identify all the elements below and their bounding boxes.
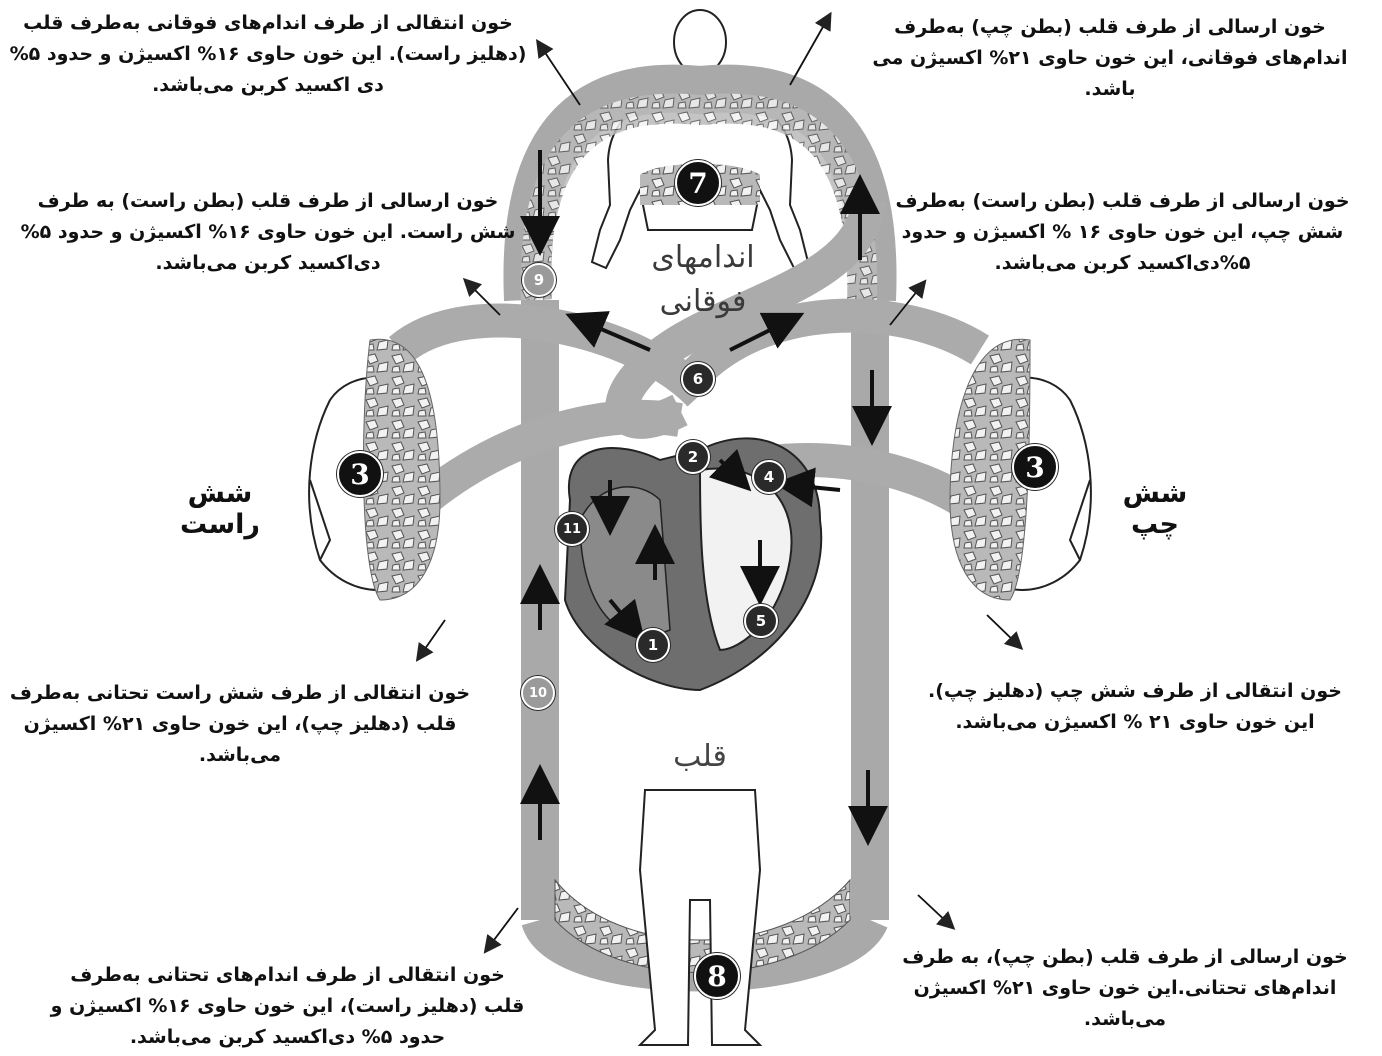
label-left-lung: شش چپ bbox=[1095, 478, 1215, 540]
marker-9: 9 bbox=[522, 263, 556, 297]
label-upper-limbs: اندامهای فوقانی bbox=[628, 236, 778, 324]
marker-3-right-lung: 3 bbox=[337, 451, 383, 497]
caption-lower-limbs-to-heart: خون انتقالی از طرف اندام‌های تحتانی به‌ط… bbox=[50, 960, 525, 1053]
caption-right-lung-to-heart: خون انتقالی از طرف شش راست تحتانی به‌طرف… bbox=[5, 678, 475, 771]
marker-10: 10 bbox=[521, 676, 555, 710]
marker-4: 4 bbox=[752, 460, 786, 494]
marker-5: 5 bbox=[744, 604, 778, 638]
marker-11: 11 bbox=[555, 512, 589, 546]
upper-body-figure bbox=[592, 10, 808, 268]
marker-1: 1 bbox=[636, 628, 670, 662]
caption-heart-to-lower-limbs: خون ارسالی از طرف قلب (بطن چپ)، به طرف ا… bbox=[895, 942, 1355, 1035]
lower-body-figure bbox=[640, 790, 760, 1045]
label-heart: قلب bbox=[660, 735, 740, 779]
marker-6: 6 bbox=[681, 362, 715, 396]
label-right-lung: شش راست bbox=[150, 478, 290, 540]
caption-heart-to-left-lung: خون ارسالی از طرف قلب (بطن راست) به‌طرف … bbox=[870, 186, 1375, 279]
marker-8: 8 bbox=[694, 953, 740, 999]
marker-7: 7 bbox=[675, 160, 721, 206]
caption-heart-to-upper-limbs: خون ارسالی از طرف قلب (بطن چپ) به‌طرف ان… bbox=[850, 12, 1370, 105]
marker-2: 2 bbox=[676, 440, 710, 474]
marker-3-left-lung: 3 bbox=[1012, 444, 1058, 490]
caption-upper-limbs-to-heart: خون انتقالی از طرف اندام‌های فوقانی به‌ط… bbox=[8, 8, 528, 101]
caption-heart-to-right-lung: خون ارسالی از طرف قلب (بطن راست) به طرف … bbox=[18, 186, 518, 279]
caption-left-lung-to-heart: خون انتقالی از طرف شش چپ (دهلیز چپ). این… bbox=[925, 676, 1345, 738]
